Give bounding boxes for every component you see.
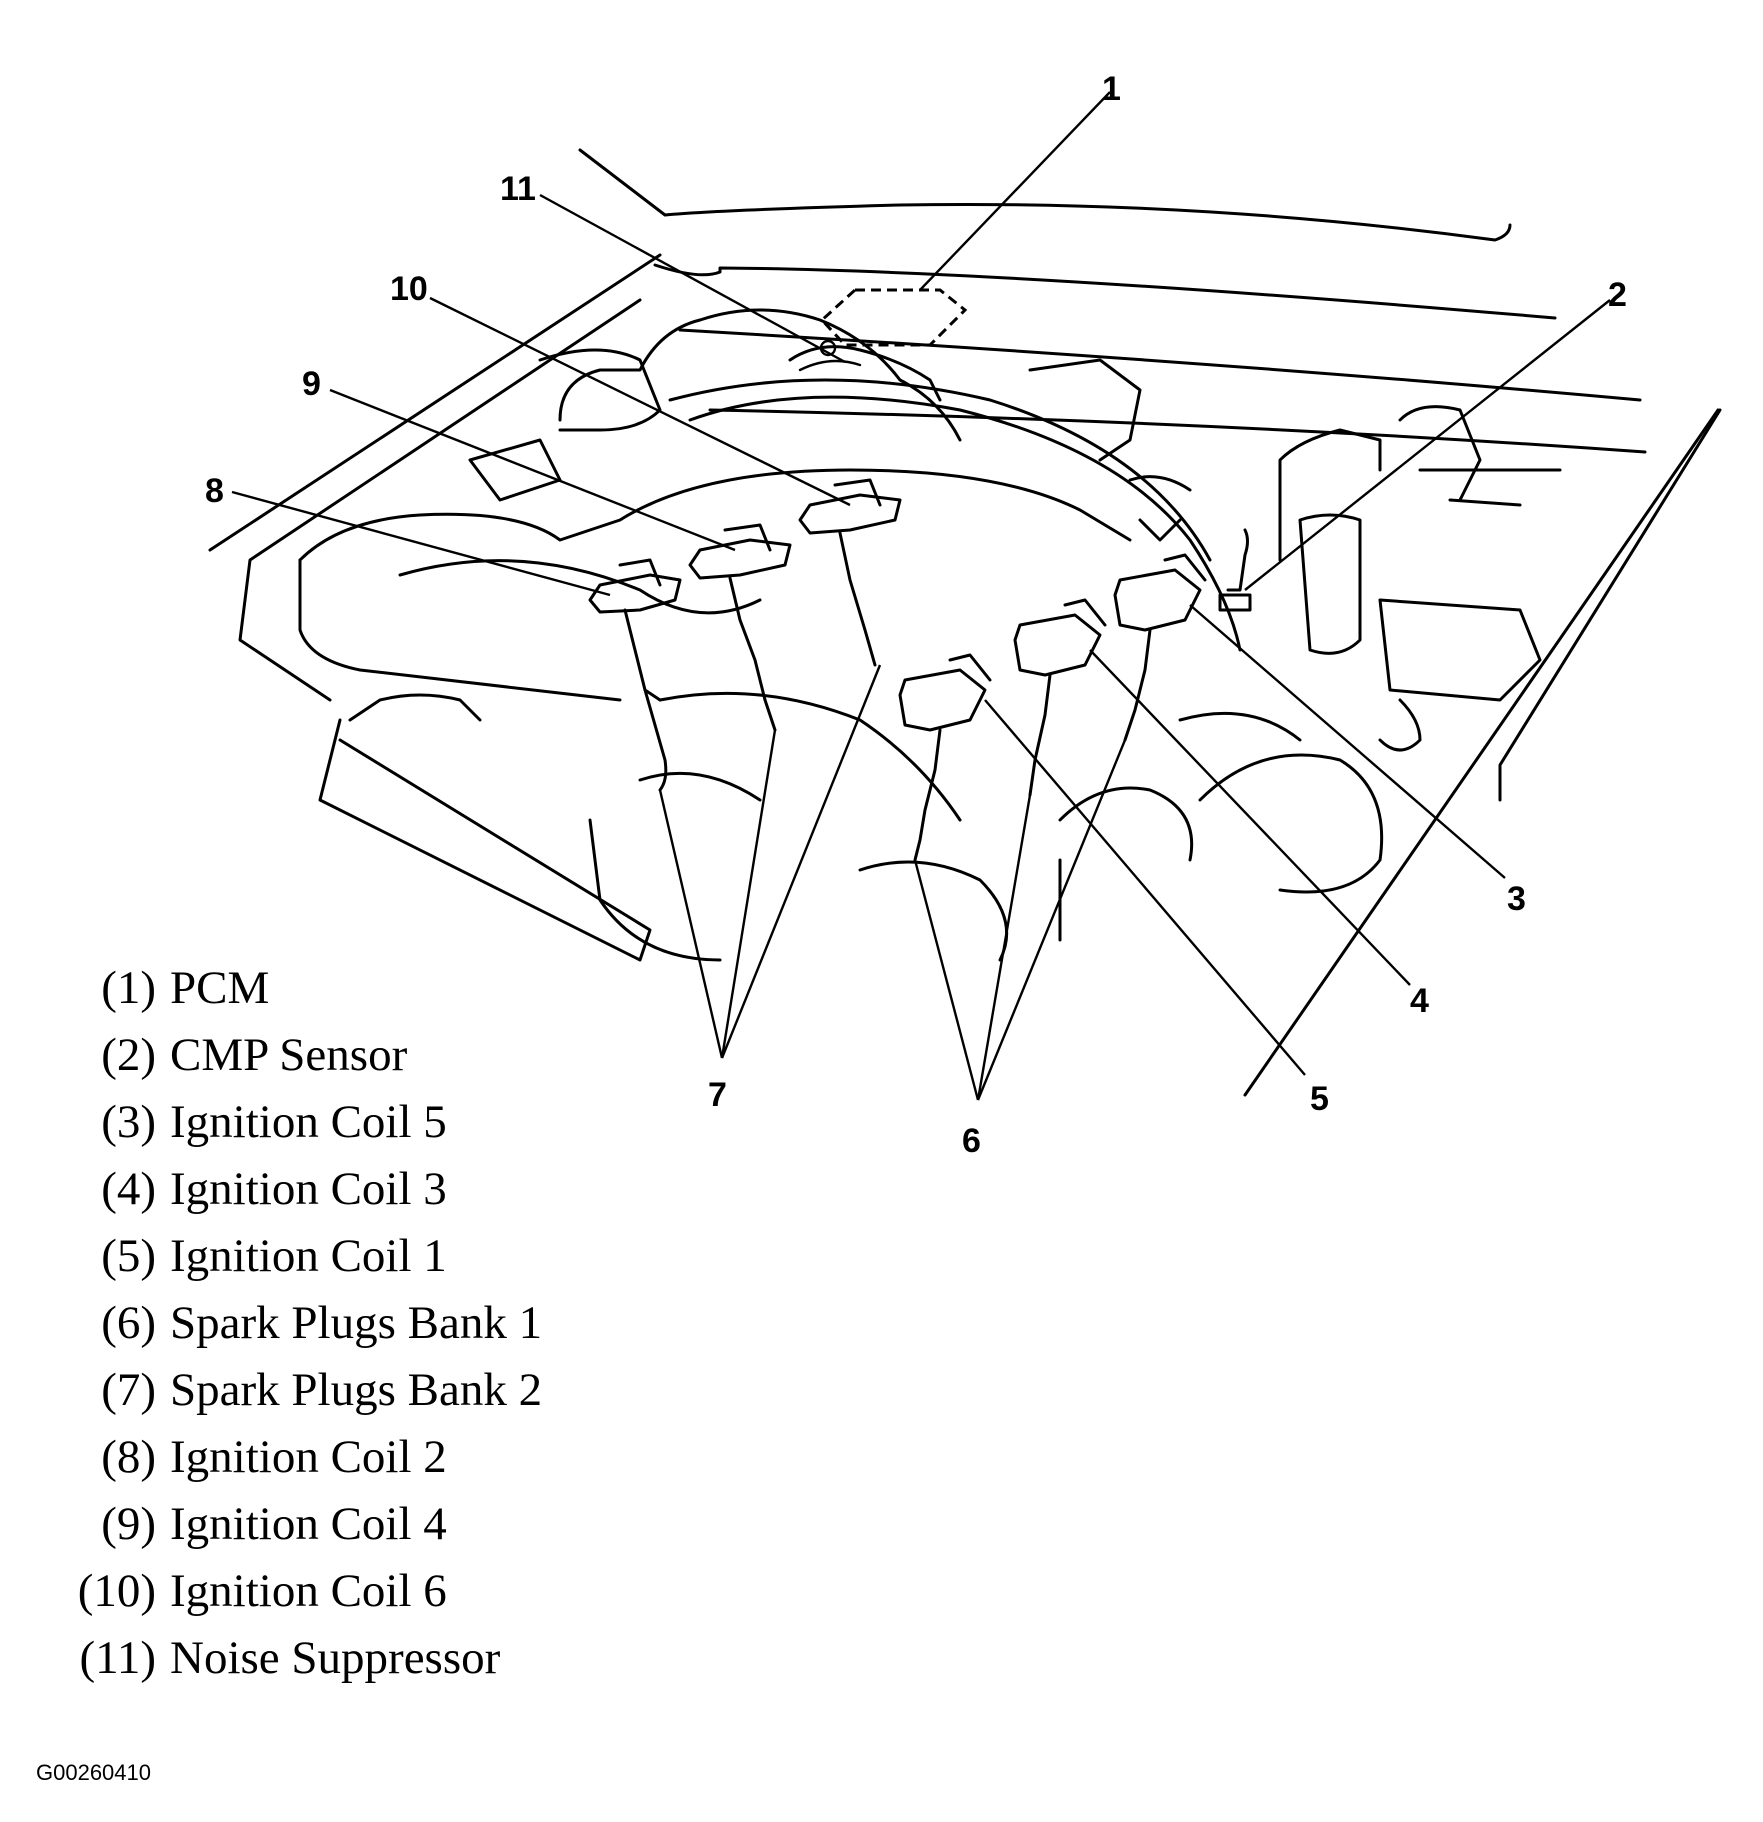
engine-diagram: 1 2 3 4 5 6 7 8 9 10 11 [205, 70, 1722, 1160]
legend-item: (2) CMP Sensor [62, 1022, 542, 1089]
legend-item: (5) Ignition Coil 1 [62, 1223, 542, 1290]
cmp-sensor [1218, 528, 1252, 612]
callout-8: 8 [205, 472, 224, 510]
legend-label: Ignition Coil 3 [170, 1163, 447, 1215]
legend-label: Ignition Coil 1 [170, 1230, 447, 1282]
legend-item: (9) Ignition Coil 4 [62, 1491, 542, 1558]
callout-6: 6 [962, 1122, 981, 1160]
legend-item: (3) Ignition Coil 5 [62, 1089, 542, 1156]
legend-number: (7) [101, 1364, 156, 1416]
legend-label: Ignition Coil 5 [170, 1096, 447, 1148]
ignition-coil-1 [898, 653, 992, 862]
legend-number: (4) [101, 1163, 156, 1215]
legend-item: (4) Ignition Coil 3 [62, 1156, 542, 1223]
callout-7: 7 [708, 1076, 727, 1114]
callout-4: 4 [1410, 982, 1429, 1020]
callout-3: 3 [1507, 880, 1526, 918]
callout-2: 2 [1608, 276, 1627, 314]
legend-number: (9) [101, 1498, 156, 1550]
hood-outline [208, 148, 1722, 1097]
legend-item: (10) Ignition Coil 6 [62, 1558, 542, 1625]
callout-5: 5 [1310, 1080, 1329, 1118]
legend-number: (8) [101, 1431, 156, 1483]
callout-9: 9 [302, 365, 321, 403]
legend-item: (6) Spark Plugs Bank 1 [62, 1290, 542, 1357]
leader-lines [231, 91, 1611, 1101]
ignition-coil-6 [798, 478, 902, 667]
legend-label: Noise Suppressor [170, 1632, 501, 1684]
legend-item: (1) PCM [62, 955, 542, 1022]
legend-number: (1) [101, 962, 156, 1014]
legend-number: (2) [101, 1029, 156, 1081]
ignition-coil-2 [588, 558, 682, 792]
legend-label: Ignition Coil 6 [170, 1565, 447, 1617]
callout-labels: 1 2 3 4 5 6 7 8 9 10 11 [205, 70, 1627, 1160]
legend-label: Ignition Coil 2 [170, 1431, 447, 1483]
ignition-coil-3 [1013, 598, 1107, 797]
figure-id: G00260410 [36, 1760, 151, 1785]
legend-number: (3) [101, 1096, 156, 1148]
parts-legend: (1)PCM (2)CMP Sensor (3)Ignition Coil 5 … [62, 955, 542, 1692]
callout-1: 1 [1102, 70, 1121, 108]
legend-label: Ignition Coil 4 [170, 1498, 447, 1550]
legend-number: (6) [101, 1297, 156, 1349]
callout-10: 10 [390, 270, 428, 308]
ignition-coil-4 [688, 523, 792, 732]
legend-number: (5) [101, 1230, 156, 1282]
legend-item: (8) Ignition Coil 2 [62, 1424, 542, 1491]
legend-label: PCM [170, 962, 270, 1014]
legend-number: (10) [77, 1565, 156, 1617]
engine-block [298, 308, 1562, 962]
legend-item: (7) Spark Plugs Bank 2 [62, 1357, 542, 1424]
ignition-coil-5 [1113, 553, 1207, 742]
pcm-outline [819, 288, 968, 347]
legend-label: Spark Plugs Bank 1 [170, 1297, 543, 1349]
callout-11: 11 [500, 170, 536, 208]
legend-item: (11) Noise Suppressor [62, 1625, 542, 1692]
legend-number: (11) [79, 1632, 156, 1684]
legend-label: Spark Plugs Bank 2 [170, 1364, 543, 1416]
legend-label: CMP Sensor [170, 1029, 408, 1081]
